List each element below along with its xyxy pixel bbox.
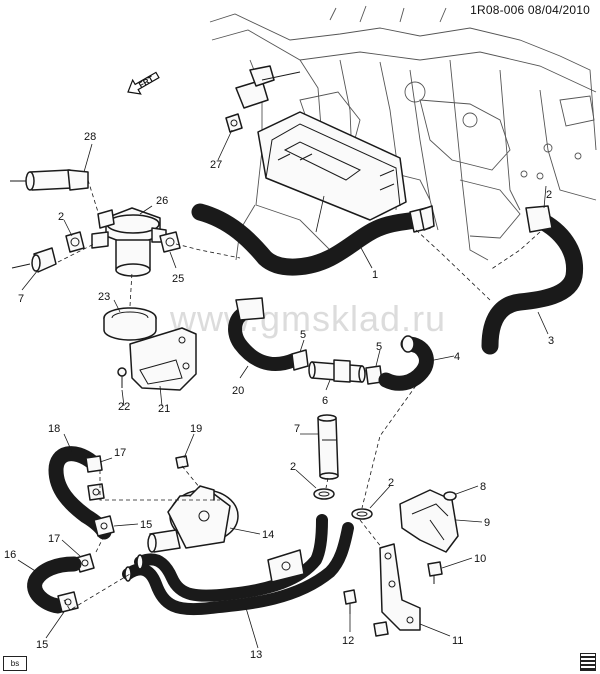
part-7-hose-b	[317, 414, 339, 480]
callout-19: 19	[190, 423, 202, 435]
callout-8: 8	[480, 481, 486, 493]
part-1-hose	[191, 203, 435, 276]
part-21-bracket	[129, 327, 197, 391]
callout-21: 21	[158, 403, 170, 415]
callout-9: 9	[484, 517, 490, 529]
callout-3: 3	[548, 335, 554, 347]
callout-12: 12	[342, 635, 354, 647]
part-23-strap	[103, 307, 157, 341]
part-4-hose	[378, 335, 434, 391]
part-7-hose-a	[11, 247, 57, 273]
part-8-plug	[443, 491, 457, 501]
part-10-bolt	[427, 561, 443, 584]
part-15-clamp-a	[93, 515, 115, 537]
callout-5-b: 5	[376, 341, 382, 353]
callout-27: 27	[210, 159, 222, 171]
publisher-logo-icon	[580, 653, 596, 671]
callout-5-a: 5	[300, 329, 306, 341]
part-3-hose	[481, 205, 584, 355]
callout-17-b: 17	[48, 533, 60, 545]
wire-connector	[235, 65, 301, 109]
part-5-clamp-a	[291, 349, 309, 371]
diagram-code: 1R08-006 08/04/2010	[470, 3, 590, 17]
part-6-tube	[308, 359, 366, 383]
callout-25: 26	[156, 195, 168, 207]
callout-17-a: 17	[114, 447, 126, 459]
callout-1: 1	[372, 269, 378, 281]
callout-10: 10	[474, 553, 486, 565]
callout-7-b: 7	[294, 423, 300, 435]
part-20-hose	[228, 297, 301, 371]
callout-24: 25	[172, 273, 184, 285]
part-11-bracket	[373, 543, 421, 637]
part-28-module	[257, 111, 407, 221]
part-17-clamp-a	[87, 483, 105, 501]
callout-22: 22	[118, 401, 130, 413]
corner-tag: bs	[3, 656, 27, 671]
part-15-clamp-b	[57, 591, 79, 613]
callout-4: 4	[454, 351, 460, 363]
callout-15-b: 15	[36, 639, 48, 651]
callout-labels: 28 27 26 2 7 25 1 2 3 4 5 5 6 20 22 21 2…	[4, 131, 554, 661]
part-26-pipe	[10, 169, 89, 191]
part-2-clamp-c	[351, 508, 373, 520]
callout-20: 20	[232, 385, 244, 397]
part-2-clamp-a	[65, 231, 85, 253]
part-24-clamp	[159, 231, 181, 253]
callout-11: 11	[452, 635, 463, 647]
callout-2-b: 2	[546, 189, 552, 201]
callout-23: 23	[98, 291, 110, 303]
callout-2-d: 2	[388, 477, 394, 489]
callout-13: 13	[250, 649, 262, 661]
callout-26: 28	[84, 131, 96, 143]
callout-7-a: 7	[18, 293, 24, 305]
part-25-valve	[91, 207, 167, 277]
connection-lines	[57, 179, 541, 611]
part-19-plug	[175, 455, 189, 469]
callout-2-c: 2	[290, 461, 296, 473]
leader-lines	[17, 129, 549, 649]
part-16-hose	[27, 556, 82, 614]
callout-2-a: 2	[58, 211, 64, 223]
callout-14: 14	[262, 529, 274, 541]
part-9-shield	[399, 489, 459, 553]
watermark: www.gmsklad.ru	[170, 298, 447, 339]
front-direction-arrow: FRT	[127, 71, 160, 95]
part-14-pump	[147, 485, 239, 553]
part-12-bolt	[343, 589, 357, 614]
callout-18: 18	[48, 423, 60, 435]
callout-6: 6	[322, 395, 328, 407]
part-2-clamp-b	[313, 488, 335, 500]
callout-15-a: 15	[140, 519, 152, 531]
part-13-pipe-assembly	[122, 514, 354, 616]
part-27-clip	[225, 113, 243, 133]
part-22-bolt	[117, 367, 127, 388]
callout-16: 16	[4, 549, 16, 561]
